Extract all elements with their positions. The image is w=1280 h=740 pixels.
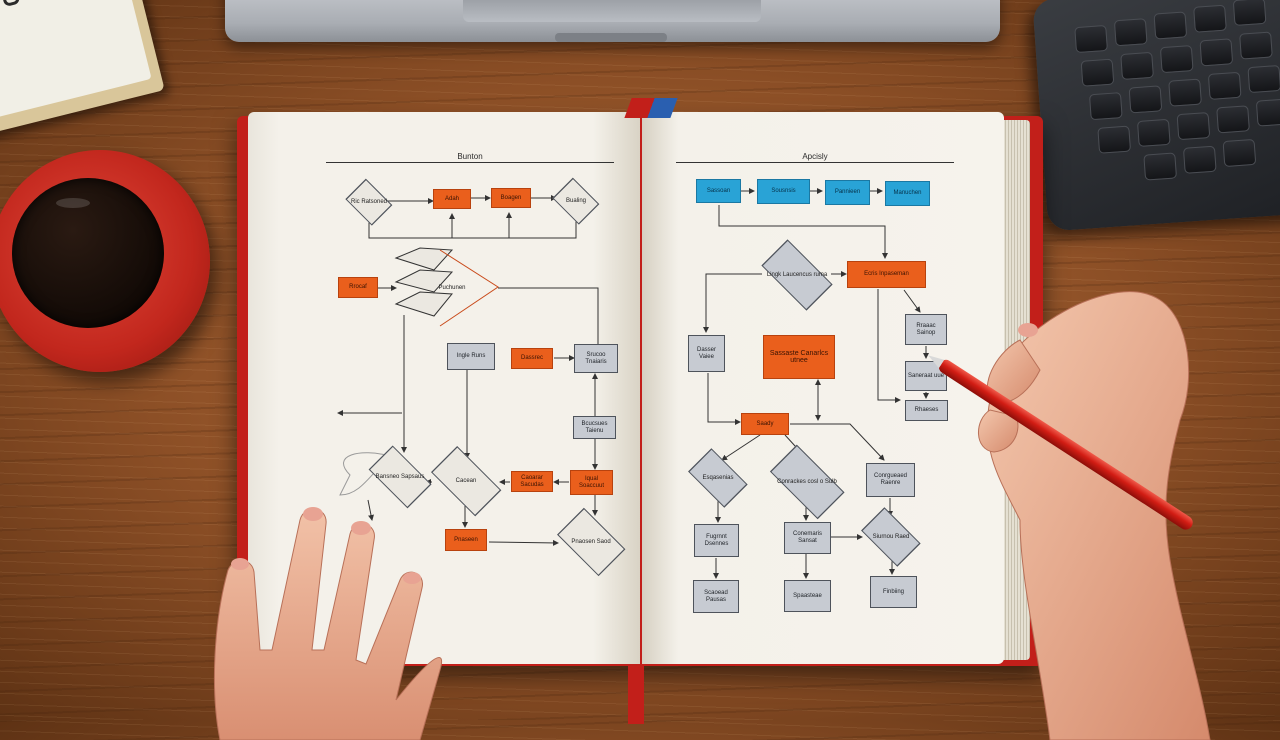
flow-decision: Lingk Laucencus ruma xyxy=(762,250,832,300)
flow-box: Conrgueaed Raenre xyxy=(866,463,915,497)
coffee-mug xyxy=(0,150,210,372)
flow-box: Conemaris Sansat xyxy=(784,522,831,554)
flow-process: Ecris Inpaseman xyxy=(847,261,926,288)
right-page-heading: Apcisly xyxy=(802,152,828,161)
flow-decision: Esqasenias xyxy=(690,456,746,500)
flow-process: Sassaste Canarlcs utnee xyxy=(763,335,835,379)
flow-box: Fugrnnt Dsennes xyxy=(694,524,739,557)
laptop-touchpad xyxy=(463,0,761,22)
flow-decision: Bualing xyxy=(556,182,596,220)
flow-process: Adah xyxy=(433,189,471,209)
flow-box: Bcucsues Taienu xyxy=(573,416,616,439)
flow-step: Manuchen xyxy=(885,181,930,206)
flow-decision: Pnaosen Saod xyxy=(559,516,623,568)
flow-box: Rraaac Sainop xyxy=(905,314,947,345)
flow-box: Scaoead Pausas xyxy=(693,580,739,613)
flow-step: Pannieen xyxy=(825,180,870,205)
flow-decision: Ric Ratsoned xyxy=(349,183,389,221)
flow-box: Dasser Vaiee xyxy=(688,335,725,372)
flow-box: Spaasteae xyxy=(784,580,831,612)
flow-box: Ingle Runs xyxy=(447,343,495,370)
flow-process: Boagen xyxy=(491,188,531,208)
laptop xyxy=(225,0,1000,42)
flow-decision: Siurnou Raed xyxy=(863,515,919,559)
flow-process: Rrocaf xyxy=(338,277,378,298)
flow-process: Dassrec xyxy=(511,348,553,369)
flow-label: Puchunen xyxy=(438,284,466,291)
flow-box: Rhaeses xyxy=(905,400,948,421)
left-page-heading: Bunton xyxy=(457,152,483,161)
flow-box: Finbiing xyxy=(870,576,917,608)
flow-step: Sassoan xyxy=(696,179,741,203)
flowchart-connectors xyxy=(337,188,929,579)
flow-process: Pnaseen xyxy=(445,529,487,551)
left-hand xyxy=(213,507,443,740)
coffee xyxy=(12,178,164,328)
bookmark-ribbon xyxy=(628,664,644,724)
right-hand xyxy=(978,291,1211,740)
flow-box: Srucoo Tnaiaris xyxy=(574,344,618,373)
flow-decision: Cacean xyxy=(432,456,500,506)
flow-process: Iqual Soaccuut xyxy=(570,470,613,495)
flow-decision: Conrackes cosl o Sulb xyxy=(770,456,844,508)
flow-decision: Bansneo Sapsaus xyxy=(370,454,430,500)
flow-process: Caoarar Sacudas xyxy=(511,471,553,492)
flow-step: Sousnsis xyxy=(757,179,810,204)
flow-process: Saady xyxy=(741,413,789,435)
